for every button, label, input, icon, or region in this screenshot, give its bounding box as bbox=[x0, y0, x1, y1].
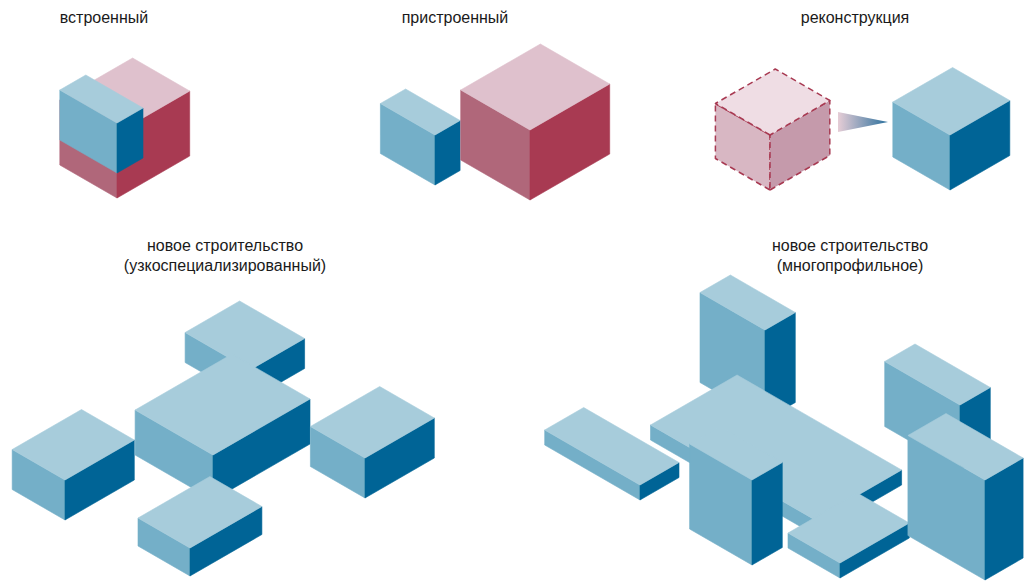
box-top-face bbox=[135, 354, 310, 455]
box-top-face bbox=[380, 89, 460, 135]
box-top-face bbox=[185, 301, 305, 370]
box-top-face bbox=[12, 410, 134, 481]
box-top-face bbox=[885, 344, 991, 405]
box-top-face bbox=[545, 408, 679, 486]
box-top-face bbox=[310, 387, 434, 459]
box-top-face bbox=[893, 68, 1010, 136]
box-right-face bbox=[752, 463, 782, 566]
box-top-face bbox=[138, 477, 262, 549]
box-top-face bbox=[690, 427, 783, 481]
transition-arrow bbox=[838, 112, 888, 132]
section-label: реконструкция bbox=[755, 8, 955, 28]
section-label: пристроенный bbox=[355, 8, 555, 28]
box-top-face bbox=[908, 414, 1023, 481]
box-top-face bbox=[700, 275, 795, 330]
section-label: новое строительство (многопрофильное) bbox=[730, 236, 970, 276]
box-top-face bbox=[715, 69, 829, 135]
box-top-face bbox=[461, 44, 610, 130]
box-top-face bbox=[788, 493, 909, 563]
box-top-face bbox=[60, 75, 143, 123]
section-label: новое строительство (узкоспециализирован… bbox=[90, 236, 360, 276]
section-label: встроенный bbox=[4, 8, 204, 28]
